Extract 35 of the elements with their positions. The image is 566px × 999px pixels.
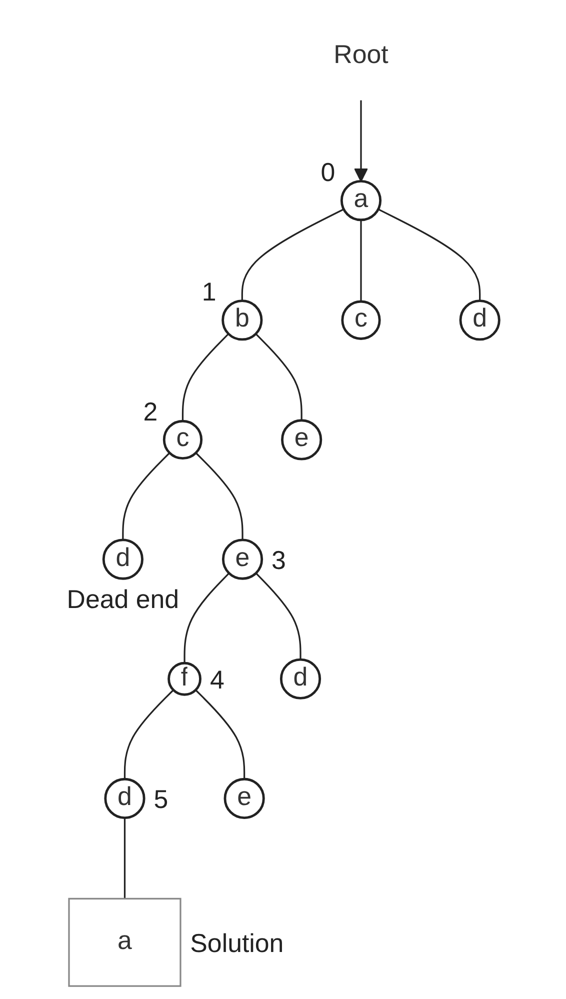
node-caption: 5: [154, 786, 168, 814]
tree-node: c: [162, 420, 203, 460]
tree-node: c: [341, 300, 381, 340]
connector: [184, 572, 230, 664]
tree-node: d: [280, 658, 322, 700]
connector: [255, 572, 302, 660]
node-caption: Dead end: [66, 586, 180, 614]
connector: [241, 208, 344, 301]
tree-node: a: [340, 180, 382, 222]
node-caption: Solution: [190, 930, 284, 958]
connector: [122, 452, 170, 540]
tree-node: f: [168, 662, 202, 696]
connector: [195, 452, 244, 540]
connector: [195, 689, 246, 780]
connector: [255, 333, 302, 420]
tree-node: e: [281, 419, 322, 460]
solution-node: a: [68, 898, 182, 987]
node-caption: 3: [272, 547, 286, 575]
node-caption: 0: [320, 159, 336, 188]
tree-node: e: [224, 778, 265, 819]
tree-node: d: [459, 300, 500, 341]
tree-node: e: [222, 538, 264, 580]
node-caption: 1: [202, 278, 216, 307]
connector: [124, 818, 126, 899]
node-caption: 4: [210, 666, 224, 695]
root-label: Root: [334, 42, 388, 70]
tree-node: b: [222, 300, 263, 341]
arrow: [354, 100, 368, 182]
connector: [124, 689, 174, 780]
tree-node: d: [104, 778, 146, 819]
node-caption: 2: [143, 398, 158, 426]
connector: [378, 208, 481, 301]
connector: [360, 220, 362, 302]
tree-node: d: [102, 538, 144, 580]
connector: [182, 333, 230, 422]
